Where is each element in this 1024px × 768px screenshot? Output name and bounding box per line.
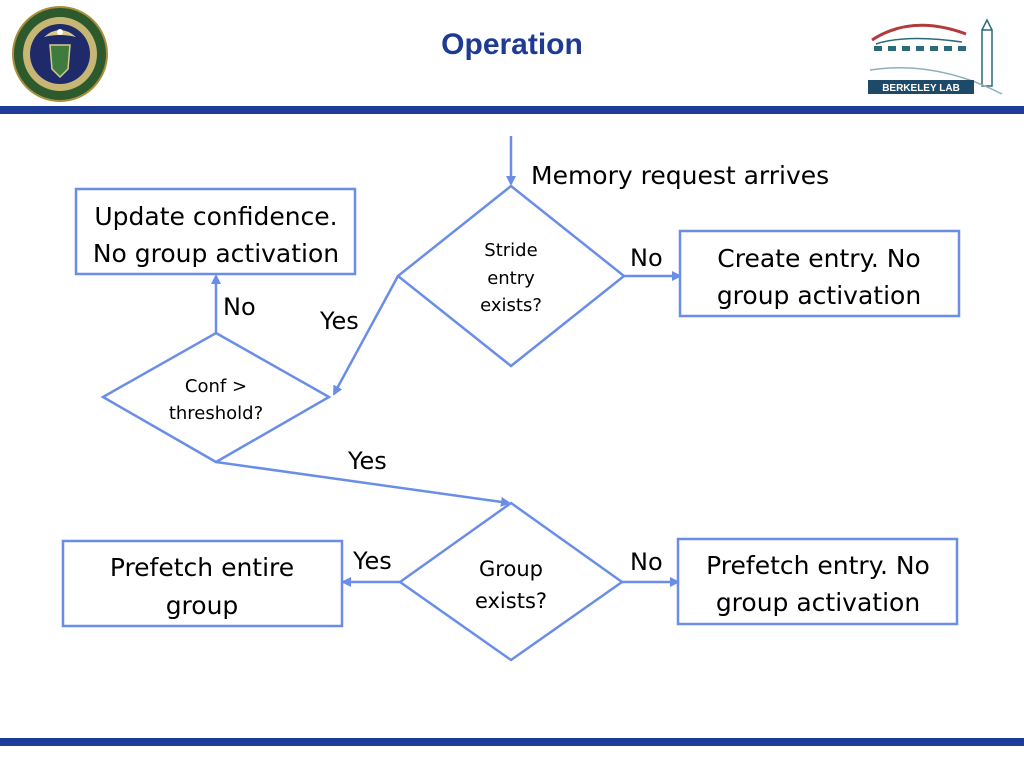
conf-decision-line-1: Conf > [185,376,247,397]
stride-decision-shape [395,184,627,368]
berkeley-lab-logo-icon: BERKELEY LAB [868,18,1003,95]
stride-yes-label: Yes [319,307,359,335]
stride-no-label: No [630,244,663,272]
stride-decision-line-1: Stride [484,240,537,261]
update-box-line-1: Update confidence. [94,202,337,231]
prefetch-entry-box-shape [676,537,959,626]
conf-no-label: No [223,293,256,321]
group-yes-label: Yes [352,547,392,575]
footer-band [0,738,1024,746]
prefetch-group-line-2: group [166,591,239,620]
connectors [211,136,682,587]
stride-decision-line-3: exists? [480,295,542,316]
prefetch-entry-line-1: Prefetch entry. No [706,551,930,580]
group-decision-line-2: exists? [475,589,547,613]
prefetch-group-box-shape [61,539,344,628]
slide-title: Operation [441,28,583,61]
group-decision-line-1: Group [479,557,543,581]
group-decision-shape [397,501,625,662]
entry-label: Memory request arrives [531,161,829,190]
doe-seal-icon [12,6,108,102]
create-entry-line-2: group activation [717,281,921,310]
stride-yes-arrow [332,275,400,396]
prefetch-entry-line-2: group activation [716,588,920,617]
update-box-line-2: No group activation [93,239,339,268]
prefetch-group-line-1: Prefetch entire [110,553,294,582]
berkeley-lab-logo-text: BERKELEY LAB [882,83,960,94]
conf-yes-label: Yes [347,447,387,475]
create-entry-box-shape [678,229,961,318]
header-band [0,106,1024,114]
conf-decision-shape [100,331,332,464]
stride-decision-line-2: entry [487,268,535,289]
create-entry-line-1: Create entry. No [717,244,920,273]
conf-yes-arrow [215,460,511,507]
update-box-shape [74,187,357,276]
conf-decision-line-2: threshold? [169,403,263,424]
group-no-label: No [630,548,663,576]
